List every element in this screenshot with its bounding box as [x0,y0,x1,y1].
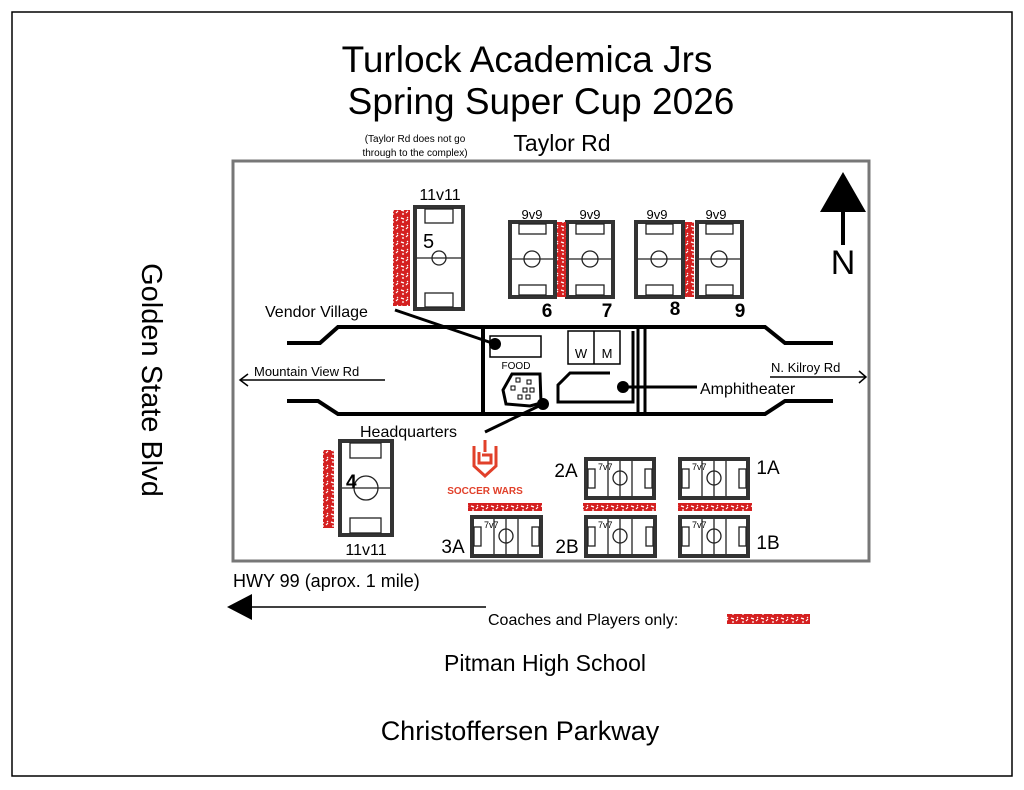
field-7-format: 9v9 [580,207,601,222]
n-kilroy-rd-label: N. Kilroy Rd [771,360,840,375]
golden-state-blvd-label: Golden State Blvd [135,263,167,497]
restroom-men-label: M [602,346,613,361]
title-line-1: Turlock Academica Jrs [342,39,713,80]
road-north-edge [287,325,833,345]
headquarters-building [501,372,543,408]
field-8 [634,220,685,299]
soccer-wars-logo-text: SOCCER WARS [447,486,523,497]
taylor-rd-label: Taylor Rd [513,130,610,156]
field-1b-number: 1B [756,533,779,554]
coaches-area [393,210,410,306]
field-6-format: 9v9 [522,207,543,222]
headquarters-leader [484,402,544,434]
field-9-format: 9v9 [706,207,727,222]
field-8-format: 9v9 [647,207,668,222]
field-6 [508,220,557,299]
soccer-wars-logo [472,440,498,479]
coaches-area [468,503,542,511]
coaches-area [678,503,752,511]
field-5 [413,205,465,311]
field-9 [695,220,744,299]
field-1a-number: 1A [756,458,780,479]
vendor-village-label: Vendor Village [265,304,368,321]
field-5-number: 5 [423,231,434,253]
field-7 [565,220,615,299]
field-format: 7v7 [598,520,613,530]
title-line-2: Spring Super Cup 2026 [348,81,735,122]
north-arrow-icon [820,172,866,245]
mountain-view-rd-label: Mountain View Rd [254,364,359,379]
coaches-area [557,222,566,297]
headquarters-label: Headquarters [360,424,457,441]
complex-boundary [231,159,871,563]
mountain-view-arrow-icon [238,373,385,387]
coaches-area [583,503,656,511]
field-5-format: 11v11 [419,187,460,204]
restroom-women-label: W [575,346,588,361]
field-4-format: 11v11 [345,542,386,559]
field-9-number: 9 [735,301,746,322]
field-format: 7v7 [692,462,707,472]
coaches-legend-swatch [727,614,810,624]
hwy-99-label: HWY 99 (aprox. 1 mile) [233,571,420,591]
taylor-note-2: through to the complex) [362,148,467,159]
kilroy-arrow-icon [770,370,868,384]
amphitheater-shape [556,331,635,404]
page-border [11,11,1013,777]
field-4-number: 4 [346,472,357,493]
pitman-high-school-label: Pitman High School [444,650,646,676]
north-label: N [831,244,856,282]
vendor-village-leader [394,308,496,346]
field-format: 7v7 [692,520,707,530]
field-2b-number: 2B [555,537,578,558]
christoffersen-parkway-label: Christoffersen Parkway [381,716,660,746]
field-format: 7v7 [484,520,499,530]
field-1b: 7v7 [678,515,750,558]
field-2a: 7v7 [584,457,656,500]
field-4 [338,439,394,537]
field-2a-number: 2A [554,461,578,482]
field-3a-number: 3A [441,537,465,558]
field-2b: 7v7 [584,515,657,558]
field-format: 7v7 [598,462,613,472]
hwy-99-arrow-icon [227,594,486,620]
coaches-area [323,450,334,528]
taylor-note-1: (Taylor Rd does not go [365,134,466,145]
amphitheater-label: Amphitheater [700,381,796,398]
field-1a: 7v7 [678,457,750,500]
road-south-edge [287,399,833,416]
field-7-number: 7 [602,301,613,322]
coaches-area [685,222,694,297]
field-3a: 7v7 [470,515,543,558]
vendor-village-marker [489,338,501,350]
field-6-number: 6 [542,301,553,322]
coaches-legend-label: Coaches and Players only: [488,612,678,629]
field-8-number: 8 [670,299,681,320]
food-label: FOOD [502,361,531,372]
